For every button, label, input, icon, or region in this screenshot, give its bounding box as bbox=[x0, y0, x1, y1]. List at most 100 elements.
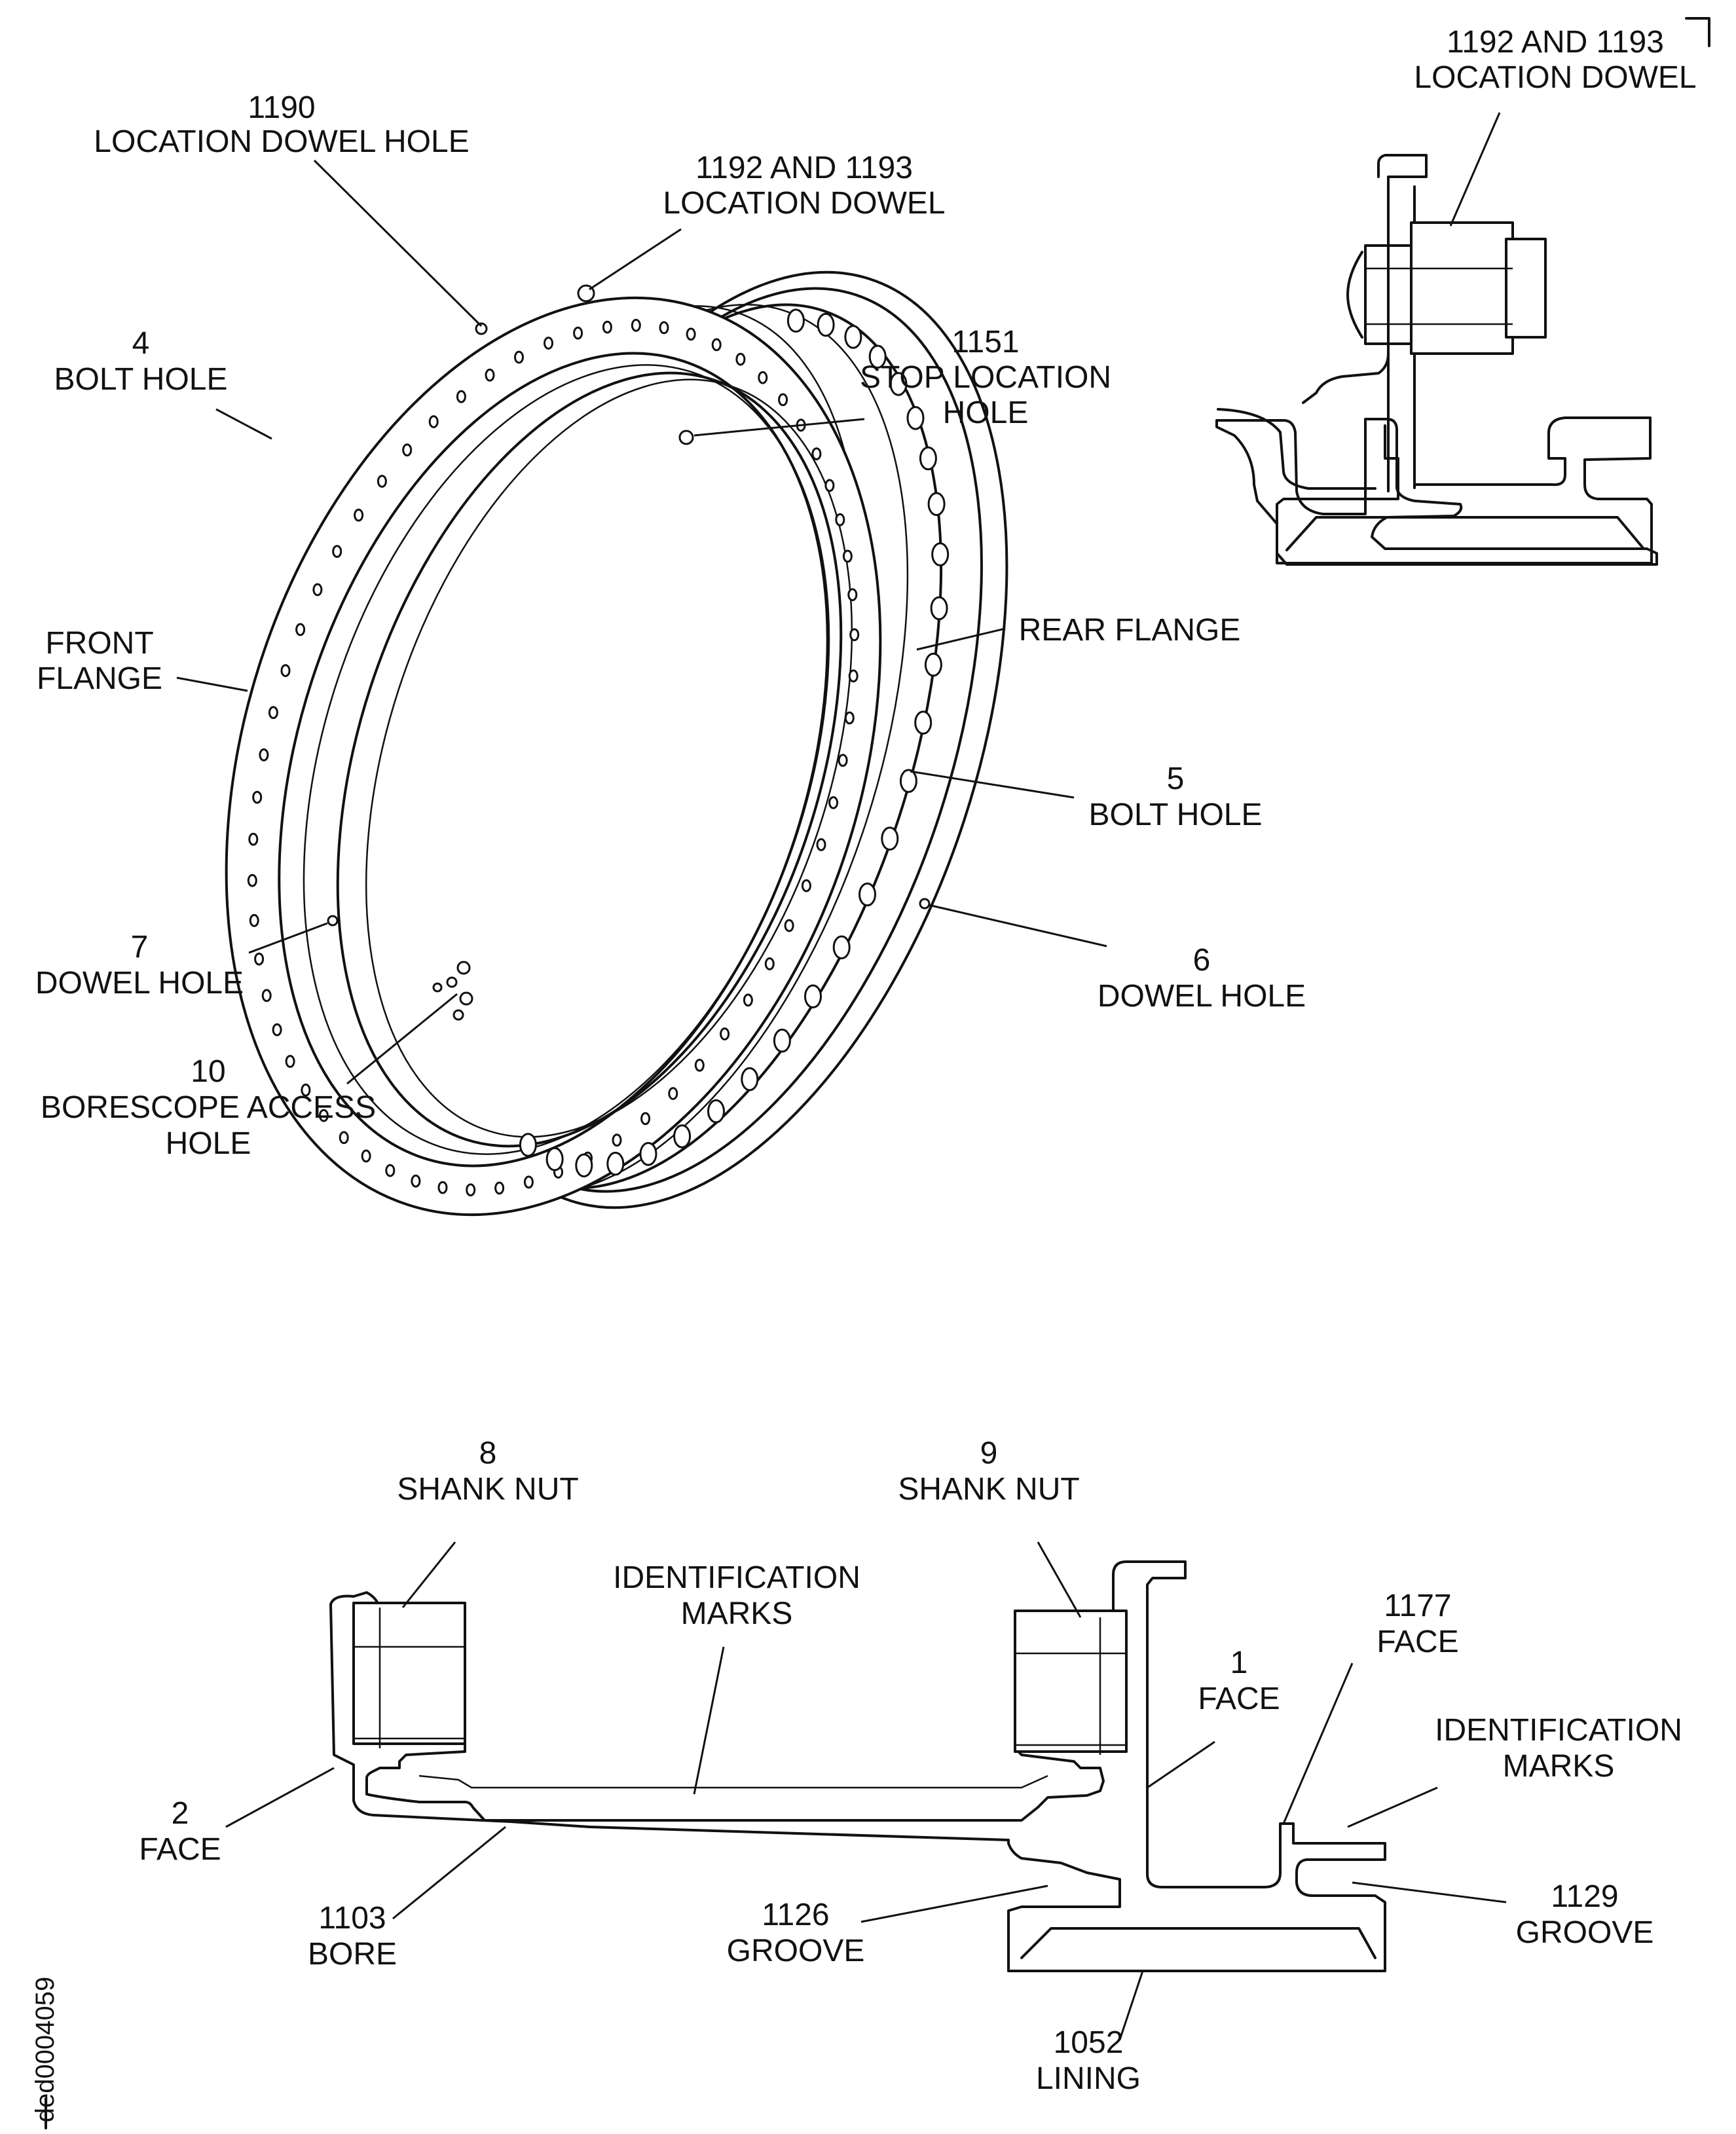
svg-text:1151: 1151 bbox=[951, 325, 1019, 359]
bolt-hole bbox=[272, 1023, 282, 1037]
svg-text:IDENTIFICATION: IDENTIFICATION bbox=[1435, 1713, 1682, 1748]
bolt-hole bbox=[673, 1124, 692, 1149]
label-rear-flange: REAR FLANGE bbox=[1019, 613, 1241, 648]
bolt-hole bbox=[842, 549, 853, 563]
svg-text:LOCATION DOWEL HOLE: LOCATION DOWEL HOLE bbox=[94, 124, 469, 159]
label-shank-nut-9: 9 SHANK NUT bbox=[898, 1436, 1079, 1507]
bolt-hole bbox=[906, 406, 925, 430]
svg-text:LOCATION DOWEL: LOCATION DOWEL bbox=[1414, 60, 1696, 95]
svg-text:IDENTIFICATION: IDENTIFICATION bbox=[613, 1560, 860, 1595]
bolt-hole bbox=[254, 952, 265, 966]
front-flange-bolt-holes bbox=[247, 318, 860, 1197]
bolt-hole bbox=[318, 1109, 329, 1122]
bolt-hole bbox=[919, 446, 937, 471]
bolt-hole bbox=[402, 443, 413, 457]
bolt-hole bbox=[801, 879, 811, 892]
bolt-hole bbox=[456, 390, 466, 403]
bolt-hole bbox=[247, 874, 257, 887]
label-identification-marks-center: IDENTIFICATION MARKS bbox=[613, 1560, 860, 1631]
bolt-hole bbox=[773, 1028, 791, 1053]
bolt-hole bbox=[838, 754, 848, 767]
dowel-hole-6 bbox=[919, 898, 931, 910]
svg-text:SHANK NUT: SHANK NUT bbox=[898, 1472, 1079, 1507]
svg-text:MARKS: MARKS bbox=[681, 1596, 793, 1631]
svg-text:FACE: FACE bbox=[139, 1832, 221, 1867]
bolt-hole bbox=[764, 957, 775, 970]
svg-text:DOWEL HOLE: DOWEL HOLE bbox=[35, 966, 244, 1001]
svg-text:FLANGE: FLANGE bbox=[37, 661, 162, 696]
bolt-hole bbox=[606, 1151, 625, 1176]
bolt-hole bbox=[385, 1164, 396, 1177]
bolt-hole bbox=[332, 545, 342, 558]
label-identification-marks-right: IDENTIFICATION MARKS bbox=[1435, 1713, 1682, 1784]
bolt-hole bbox=[694, 1058, 705, 1072]
bolt-hole bbox=[252, 790, 263, 804]
ring-leaders bbox=[176, 159, 1107, 1085]
bolt-hole bbox=[285, 1055, 295, 1068]
svg-text:DOWEL HOLE: DOWEL HOLE bbox=[1098, 979, 1306, 1014]
bolt-hole bbox=[914, 710, 933, 735]
label-dowel-hole-7: 7 DOWEL HOLE bbox=[35, 930, 244, 1001]
bolt-hole bbox=[602, 320, 612, 334]
svg-text:4: 4 bbox=[132, 326, 150, 361]
bolt-hole bbox=[686, 327, 696, 341]
bolt-hole bbox=[741, 1067, 759, 1092]
bolt-hole bbox=[778, 393, 788, 407]
svg-text:1052: 1052 bbox=[1054, 2025, 1124, 2060]
bolt-hole bbox=[824, 479, 835, 492]
svg-text:1192 AND 1193: 1192 AND 1193 bbox=[695, 151, 913, 185]
bolt-hole bbox=[428, 415, 439, 428]
svg-text:1126: 1126 bbox=[762, 1898, 829, 1932]
svg-text:LOCATION DOWEL: LOCATION DOWEL bbox=[663, 186, 945, 221]
location-dowel-hole bbox=[475, 322, 488, 335]
svg-text:5: 5 bbox=[1167, 762, 1185, 796]
bolt-hole bbox=[816, 838, 826, 851]
label-bore-1103: 1103 BORE bbox=[308, 1901, 397, 1972]
label-1190: 1190 LOCATION DOWEL HOLE bbox=[94, 90, 469, 159]
bolt-hole bbox=[249, 913, 259, 927]
bolt-hole bbox=[659, 321, 669, 335]
bolt-hole bbox=[927, 492, 946, 517]
label-bolt-hole-4: 4 BOLT HOLE bbox=[54, 326, 228, 397]
rear-flange-bolt-holes bbox=[519, 308, 950, 1178]
bolt-hole bbox=[832, 935, 851, 960]
bolt-hole bbox=[899, 769, 917, 793]
bolt-hole bbox=[354, 508, 364, 522]
label-front-flange: FRONT FLANGE bbox=[37, 626, 162, 696]
label-dowel-hole-6: 6 DOWEL HOLE bbox=[1098, 943, 1306, 1014]
bolt-hole bbox=[844, 325, 862, 349]
bolt-hole bbox=[639, 1142, 657, 1166]
label-groove-1129: 1129 GROOVE bbox=[1516, 1879, 1654, 1950]
svg-text:1103: 1103 bbox=[318, 1901, 386, 1936]
bolt-hole bbox=[804, 984, 822, 1008]
flange-ring bbox=[225, 270, 1008, 1216]
svg-text:8: 8 bbox=[479, 1436, 497, 1471]
svg-text:1192 AND 1193: 1192 AND 1193 bbox=[1447, 25, 1664, 60]
label-borescope: 10 BORESCOPE ACCESS HOLE bbox=[41, 1054, 376, 1161]
bolt-hole bbox=[280, 664, 291, 677]
label-bolt-hole-5: 5 BOLT HOLE bbox=[1089, 762, 1263, 832]
dowel-hole-7 bbox=[327, 915, 339, 927]
svg-text:BORESCOPE ACCESS: BORESCOPE ACCESS bbox=[41, 1090, 376, 1125]
svg-text:1190: 1190 bbox=[248, 90, 315, 125]
bolt-hole bbox=[485, 368, 495, 382]
label-1192-detail: 1192 AND 1193 LOCATION DOWEL bbox=[1414, 25, 1696, 95]
bolt-hole bbox=[720, 1027, 730, 1040]
svg-text:GROOVE: GROOVE bbox=[1516, 1915, 1654, 1950]
svg-text:BOLT HOLE: BOLT HOLE bbox=[1089, 798, 1263, 832]
label-shank-nut-8: 8 SHANK NUT bbox=[397, 1436, 578, 1507]
svg-text:LINING: LINING bbox=[1036, 2061, 1141, 2096]
svg-text:SHANK NUT: SHANK NUT bbox=[397, 1472, 578, 1507]
label-face-1: 1 FACE bbox=[1198, 1646, 1280, 1716]
label-lining-1052: 1052 LINING bbox=[1036, 2025, 1141, 2096]
section-leaders bbox=[225, 1541, 1507, 2040]
bolt-hole bbox=[735, 352, 746, 366]
label-groove-1126: 1126 GROOVE bbox=[727, 1898, 865, 1968]
svg-text:6: 6 bbox=[1193, 943, 1211, 978]
stop-location-hole bbox=[678, 430, 694, 445]
bolt-hole bbox=[743, 993, 753, 1007]
bolt-hole bbox=[259, 748, 269, 762]
bolt-hole bbox=[631, 318, 641, 332]
bolt-hole bbox=[849, 628, 860, 642]
